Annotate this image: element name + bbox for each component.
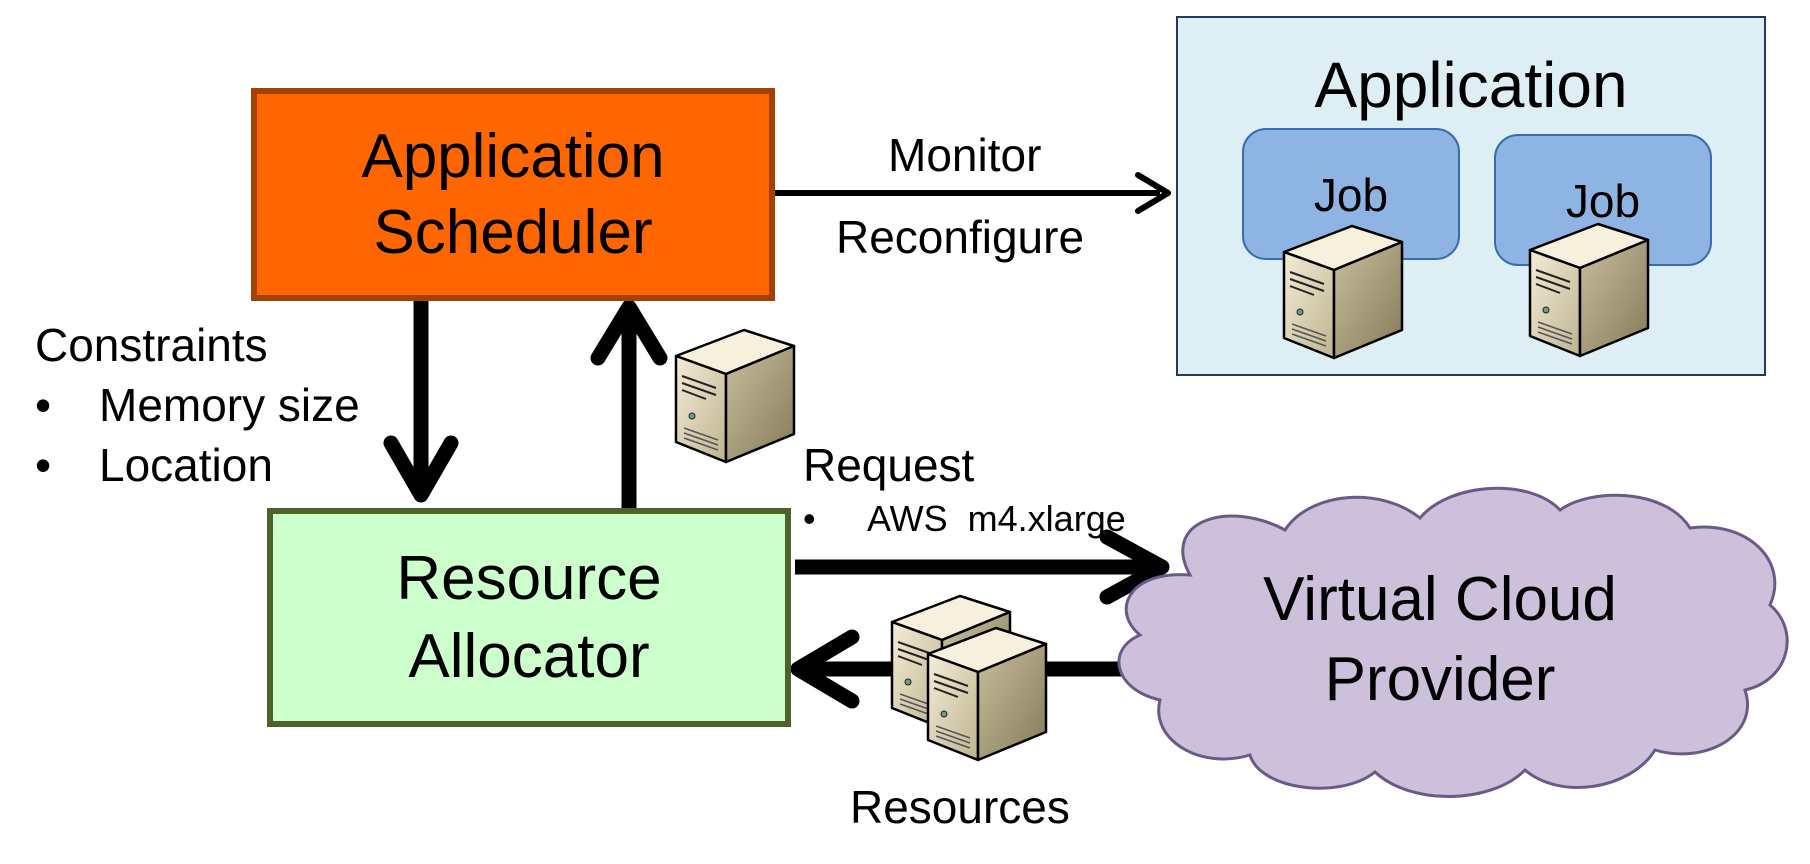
allocator-title-line1: Resource (396, 543, 662, 613)
request-text: AWS m4.xlarge (867, 498, 1126, 539)
monitor-label: Monitor (888, 129, 1042, 181)
cloud-label-line1: Virtual Cloud (1263, 565, 1617, 634)
server-icon (926, 626, 1048, 762)
bullet: • (803, 498, 816, 539)
monitor-arrow (775, 172, 1171, 214)
job-box-2: Job (1494, 134, 1712, 266)
resources-label: Resources (850, 781, 1070, 833)
request-item: • AWS m4.xlarge (803, 498, 1126, 540)
application-title: Application (1314, 49, 1628, 121)
scheduler-title-line2: Scheduler (373, 197, 653, 267)
constraint-text: Location (99, 439, 273, 491)
application-container: Application Job Job (1176, 16, 1766, 376)
application-scheduler-box: Application Scheduler (251, 88, 775, 301)
allocator-title-line2: Allocator (408, 621, 650, 691)
scheduler-title-line1: Application (361, 121, 665, 191)
constraint-item: • Location (35, 438, 273, 492)
reconfigure-label: Reconfigure (836, 211, 1085, 263)
resource-allocator-box: Resource Allocator (267, 508, 791, 727)
bullet: • (35, 379, 52, 431)
server-icon (674, 328, 796, 464)
job-label: Job (1565, 175, 1641, 227)
request-arrow (795, 529, 1170, 605)
constraint-text: Memory size (99, 379, 360, 431)
job-label: Job (1313, 169, 1389, 221)
bullet: • (35, 439, 52, 491)
constraint-item: • Memory size (35, 378, 360, 432)
cloud-label: Virtual Cloud Provider (1160, 560, 1720, 720)
constraints-title: Constraints (35, 319, 268, 371)
allocation-result-arrow (590, 299, 668, 508)
cloud-shape (1117, 486, 1789, 798)
cloud-label-line2: Provider (1324, 645, 1556, 714)
request-title: Request (803, 439, 975, 491)
constraints-arrow (383, 301, 459, 503)
job-box-1: Job (1242, 128, 1460, 260)
